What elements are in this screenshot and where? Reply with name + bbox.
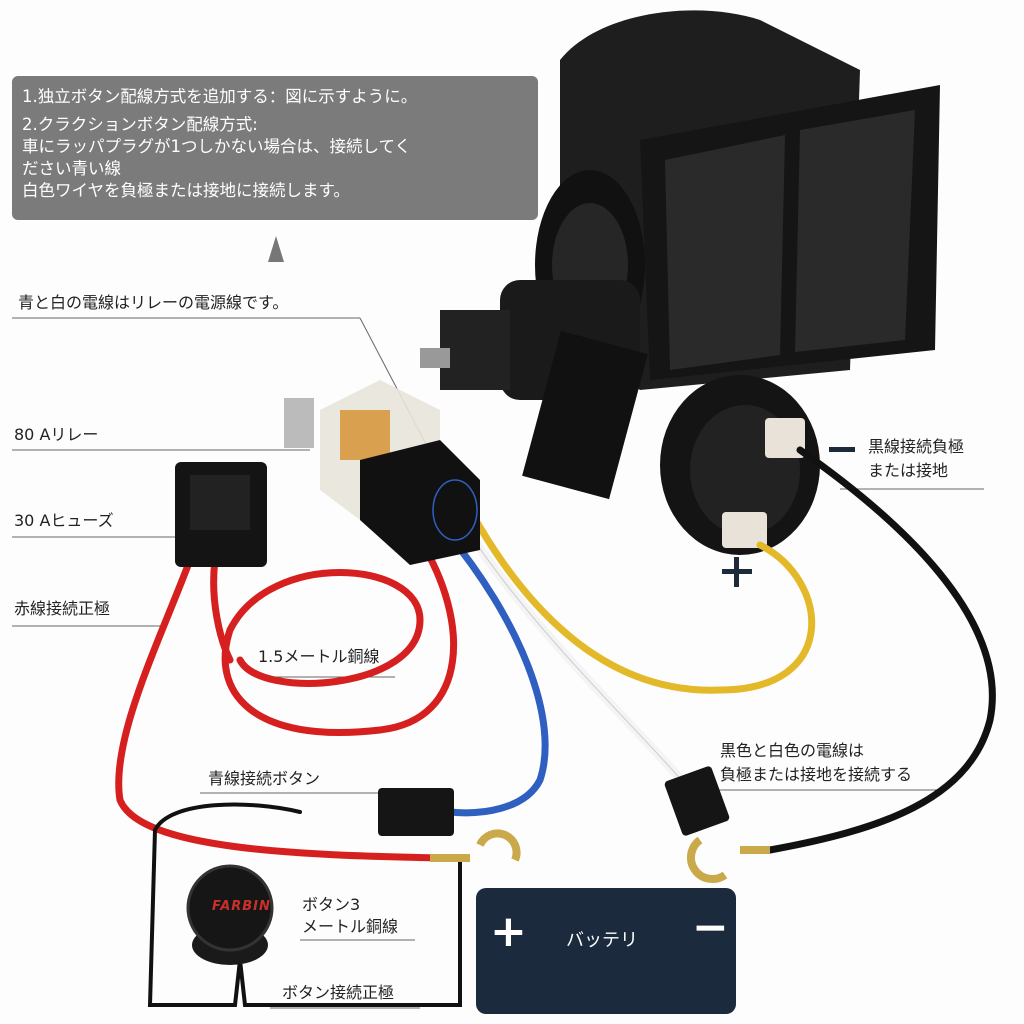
horn-plus-mark [722, 557, 752, 587]
battery [476, 888, 736, 1014]
positive-ring-terminal [430, 829, 521, 862]
horn-minus-mark [829, 447, 855, 452]
black-white-label-1: 黒色と白色の電線は [720, 741, 865, 760]
instruction-box: 1.独立ボタン配線方式を追加する：図に示すように。 2.クラクションボタン配線方… [12, 76, 538, 220]
wires [115, 446, 996, 1007]
button-positive-label: ボタン接続正極 [282, 983, 395, 1002]
blue-wire-connector [378, 788, 454, 836]
instruction-line: 白色ワイヤを負極または接地に接続します。 [22, 181, 350, 200]
red-positive-label: 赤線接続正極 [14, 599, 111, 618]
copper-wire-label: 1.5メートル銅線 [258, 647, 380, 666]
battery-label: バッテリ [566, 930, 638, 951]
horn-button [186, 864, 274, 952]
arrow-up-icon [268, 236, 284, 262]
leader-lines [12, 317, 984, 1009]
negative-ring-terminal [687, 836, 770, 883]
fuse-label: 30 Aヒューズ [14, 511, 114, 530]
black-white-label-2: 負極または接地を接続する [720, 765, 913, 784]
white-wire-connector [664, 766, 730, 836]
black-negative-label-2: または接地 [868, 461, 949, 480]
instruction-line: 車にラッパプラグが1つしかない場合は、接続してく [22, 137, 412, 156]
instruction-line: 1.独立ボタン配線方式を追加する：図に示すように。 [22, 87, 418, 106]
battery-minus-icon: − [692, 902, 729, 953]
relay [284, 380, 480, 565]
instruction-line: 2.クラクションボタン配線方式: [22, 115, 258, 134]
power-wires-label: 青と白の電線はリレーの電源線です。 [18, 293, 289, 312]
fuse-holder [175, 462, 267, 567]
black-negative-label-1: 黒線接続負極 [868, 437, 965, 456]
battery-plus-icon: + [490, 906, 527, 957]
button-wire-label-2: メートル銅線 [302, 917, 399, 936]
blue-button-label: 青線接続ボタン [208, 769, 321, 788]
horn [420, 10, 940, 555]
instruction-line: ださい青い線 [22, 159, 121, 178]
brand-logo: FARBIN [212, 899, 271, 914]
button-wire-label-1: ボタン3 [302, 895, 361, 914]
relay-label: 80 Aリレー [14, 425, 99, 444]
